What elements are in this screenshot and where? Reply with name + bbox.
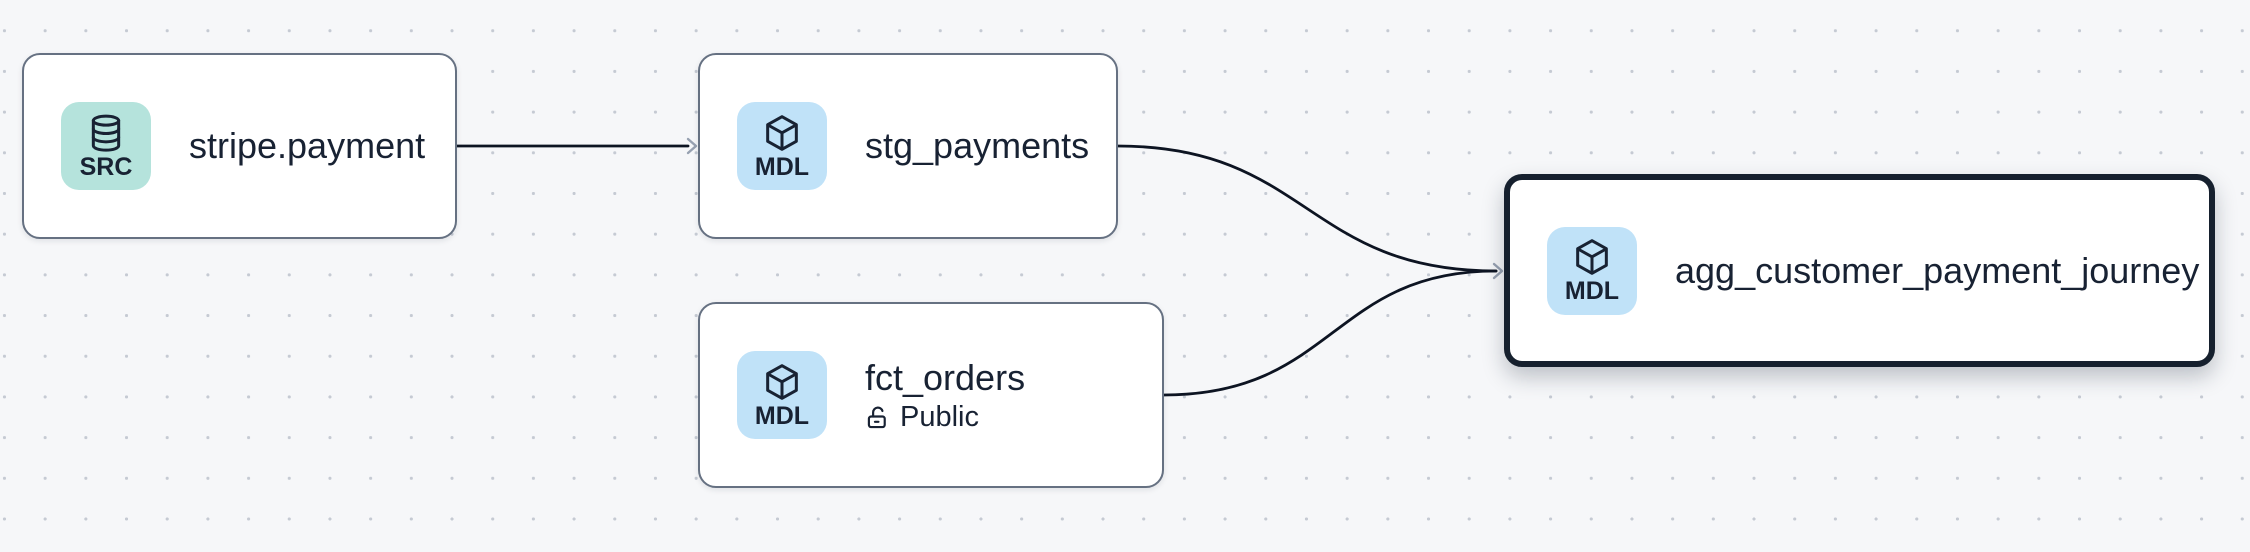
- arrowhead-icon: [686, 137, 698, 155]
- edge-stg-payments-to-agg-customer-payment-journey: [1116, 144, 1498, 273]
- arrowhead-icon: [1492, 262, 1504, 280]
- badge-label: MDL: [1564, 277, 1620, 305]
- node-stg-payments[interactable]: MDL stg_payments: [698, 53, 1118, 239]
- model-type-badge: MDL: [737, 351, 827, 439]
- edge-fct-orders-to-agg-customer-payment-journey: [1162, 269, 1498, 397]
- node-fct-orders[interactable]: MDL fct_orders Public: [698, 302, 1164, 488]
- access-label: Public: [900, 401, 979, 434]
- cube-icon: [766, 114, 798, 151]
- badge-label: MDL: [754, 152, 810, 181]
- cube-icon: [766, 363, 798, 400]
- node-title: stripe.payment: [189, 125, 426, 167]
- node-stripe-payment[interactable]: SRC stripe.payment: [22, 53, 457, 239]
- badge-label: MDL: [754, 401, 810, 430]
- badge-label: SRC: [79, 152, 133, 181]
- node-agg-customer-payment-journey[interactable]: MDL agg_customer_payment_journey: [1504, 174, 2215, 367]
- node-title: fct_orders: [865, 356, 1026, 398]
- node-title: stg_payments: [865, 125, 1090, 167]
- model-type-badge: MDL: [1547, 226, 1637, 315]
- node-title: agg_customer_payment_journey: [1675, 249, 2200, 291]
- cube-icon: [1576, 239, 1608, 275]
- access-level: Public: [865, 401, 1025, 434]
- source-type-badge: SRC: [61, 102, 151, 190]
- model-type-badge: MDL: [737, 102, 827, 190]
- unlock-icon: [867, 406, 886, 429]
- database-icon: [91, 114, 121, 152]
